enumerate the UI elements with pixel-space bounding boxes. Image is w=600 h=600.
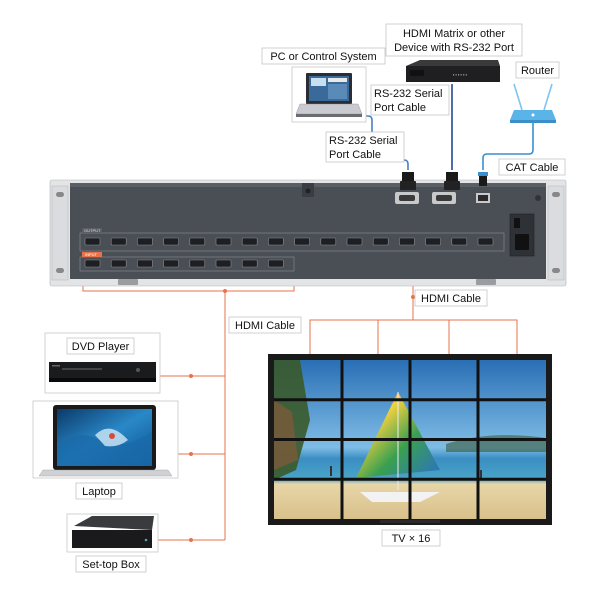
router-device [510, 83, 556, 123]
hdmi-node-laptop [189, 452, 193, 456]
lan-port [476, 193, 490, 203]
input-port-area [79, 256, 295, 272]
rs232-top-label-box [370, 84, 450, 116]
router-label: Router [521, 65, 554, 77]
hdmi-input-port [215, 259, 232, 268]
tv-wall-label-box [381, 529, 441, 547]
hdmi-input-port [137, 259, 153, 268]
output-tag: OUTPUT [84, 228, 101, 233]
hdmi-output-port [425, 237, 441, 246]
svg-text:▪ ▪ ▪ ▪ ▪ ▪: ▪ ▪ ▪ ▪ ▪ ▪ [453, 72, 468, 77]
dvd-player-label-box [66, 337, 135, 355]
power-switch [514, 218, 520, 228]
hdmi-input-port [189, 259, 206, 268]
hdmi-output-port [215, 237, 232, 246]
cat-cable [482, 122, 534, 170]
hdmi-output-port [110, 237, 127, 246]
hdmi-wall-distribution [309, 319, 518, 358]
input-tag-bg [82, 252, 102, 257]
rs232-port-1 [395, 192, 419, 204]
set-top-box-device [66, 513, 159, 553]
hdmi-output-port [241, 237, 258, 246]
video-wall-grid [274, 360, 546, 519]
hdmi-cable-left-label: HDMI Cable [235, 320, 295, 332]
laptop-label: Laptop [82, 486, 116, 498]
laptop-label-box [75, 482, 123, 500]
hdmi-matrix-label-line1: HDMI Matrix or other [403, 28, 505, 40]
pc-control-label-box [261, 47, 386, 65]
hdmi-cable-right-label: HDMI Cable [421, 293, 481, 305]
hdmi-matrix-label-line2: Device with RS-232 Port [394, 42, 514, 54]
dvd-player-label: DVD Player [72, 341, 130, 353]
rs232-left-label-box [325, 131, 405, 163]
rj45-plug [478, 172, 488, 186]
hdmi-input-port [241, 259, 258, 268]
rs232-port-2 [432, 192, 456, 204]
hdmi-output-port [268, 237, 284, 246]
hdmi-output-port [320, 237, 337, 246]
hdmi-node-settop [189, 538, 193, 542]
hdmi-node-bus [223, 289, 227, 293]
hdmi-output-port [137, 237, 153, 246]
output-port-area [79, 232, 505, 252]
hdmi-cable-left-label-box [228, 316, 302, 334]
cat-cable-label-box [498, 158, 566, 176]
hdmi-input-bracket [82, 285, 295, 292]
hdmi-input-port [268, 259, 284, 268]
rs232-top-label-line1: RS-232 Serial [374, 88, 442, 100]
hdmi-node-dvd [189, 374, 193, 378]
hdmi-input-port [163, 259, 179, 268]
hdmi-input-port [84, 259, 101, 268]
output-ports [84, 237, 494, 246]
set-top-box-label-box [75, 555, 147, 573]
db9-plug-2 [444, 172, 460, 190]
hdmi-input-port [110, 259, 127, 268]
hdmi-matrix-device: ▪ ▪ ▪ ▪ ▪ ▪ [406, 60, 500, 82]
pc-control-device [291, 66, 367, 123]
panel-foot-right [476, 279, 496, 285]
power-socket [515, 234, 529, 250]
hdmi-output-port [189, 237, 206, 246]
matrix-rear-panel: OUTPUT INPUT [49, 172, 567, 287]
hdmi-matrix-label-box [385, 23, 523, 57]
hdmi-node-output [411, 295, 415, 299]
video-wall [268, 354, 552, 525]
hdmi-output-port [372, 237, 389, 246]
router-label-box [515, 61, 560, 79]
input-ports [84, 259, 284, 268]
rs232-left-label-line1: RS-232 Serial [329, 135, 397, 147]
cat-cable-label: CAT Cable [506, 162, 559, 174]
ground-screw [535, 195, 541, 201]
hdmi-cable-right-label-box [414, 289, 488, 307]
hdmi-output-port [163, 237, 179, 246]
hdmi-output-port [399, 237, 415, 246]
hdmi-output-port [84, 237, 101, 246]
hdmi-output-port [451, 237, 468, 246]
output-tag-bg [82, 228, 102, 233]
hdmi-output-port [294, 237, 310, 246]
input-tag: INPUT [85, 252, 98, 257]
set-top-box-label: Set-top Box [82, 559, 140, 571]
panel-foot-left [118, 279, 138, 285]
tv-wall-label: TV × 16 [392, 533, 431, 545]
laptop-device [32, 400, 179, 479]
rs232-top-label-line2: Port Cable [374, 102, 426, 114]
hdmi-output-port [346, 237, 363, 246]
db9-plug-1 [400, 172, 416, 190]
rs232-left-label-line2: Port Cable [329, 149, 381, 161]
hdmi-output-port [477, 237, 494, 246]
pc-control-label: PC or Control System [270, 51, 376, 63]
